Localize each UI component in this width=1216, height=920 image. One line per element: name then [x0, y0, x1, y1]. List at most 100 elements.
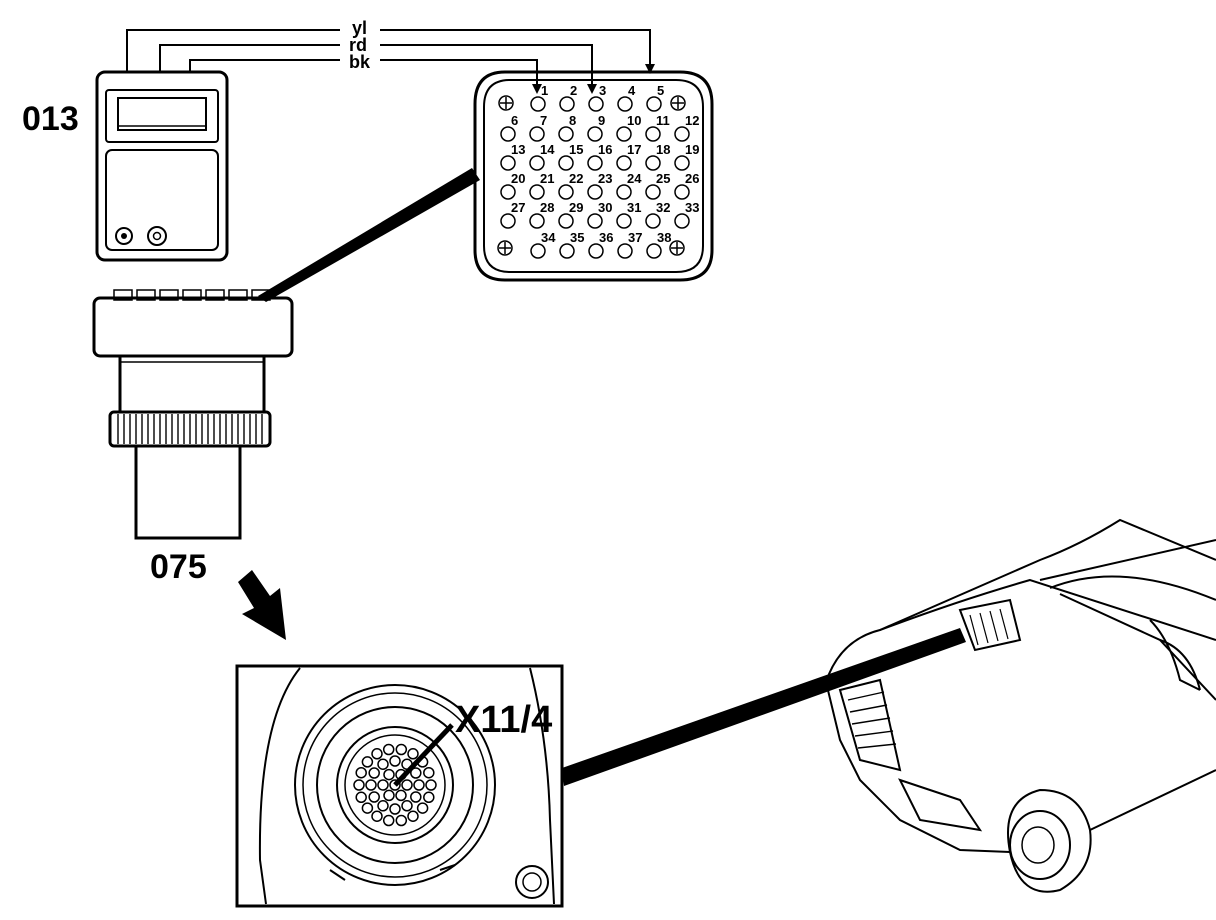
socket-pin	[646, 243, 662, 259]
wire-bk-arrow	[532, 84, 542, 94]
arrow-down-right-icon	[238, 570, 286, 640]
detail-pin	[382, 743, 395, 756]
detail-pin	[395, 743, 408, 756]
socket-pin	[646, 96, 662, 112]
socket-pin	[587, 213, 603, 229]
socket-pin	[529, 126, 545, 142]
socket-pin-number: 30	[598, 200, 612, 215]
socket-pin	[617, 96, 633, 112]
socket-pin-number: 10	[627, 113, 641, 128]
socket-pin-number: 7	[540, 113, 547, 128]
socket-pin	[558, 213, 574, 229]
socket-pin-number: 18	[656, 142, 670, 157]
detail-pin	[423, 791, 435, 804]
socket-pin	[674, 155, 690, 171]
label-075: 075	[150, 548, 207, 586]
socket-pin-number: 37	[628, 230, 642, 245]
socket-pin	[558, 184, 574, 200]
socket-pin	[588, 96, 604, 112]
socket-pin-number: 22	[569, 171, 583, 186]
socket-pin	[559, 243, 575, 259]
socket-pin	[674, 184, 690, 200]
socket-pin	[616, 184, 632, 200]
car	[825, 518, 1216, 893]
socket-pin-number: 32	[656, 200, 670, 215]
adapter-075	[92, 289, 294, 540]
detail-pin	[395, 814, 408, 827]
detail-pin	[401, 779, 413, 791]
label-x11-4: X11/4	[455, 699, 552, 741]
socket-screw-icon	[497, 95, 686, 256]
socket-pin-number: 23	[598, 171, 612, 186]
detail-pin	[368, 791, 380, 803]
detail-pin	[353, 779, 365, 791]
socket-detail-pins	[353, 743, 437, 827]
detail-pin	[407, 748, 419, 760]
leader-socket-to-car	[562, 628, 966, 786]
socket-pin-number: 35	[570, 230, 584, 245]
socket-pin	[500, 155, 516, 171]
socket-pin-number: 15	[569, 142, 583, 157]
socket-pin-number: 26	[685, 171, 699, 186]
wire-label-bk: bk	[349, 52, 371, 72]
socket-pin	[500, 126, 516, 142]
socket-pin	[674, 213, 690, 229]
detail-pin	[389, 779, 401, 791]
socket-pin	[587, 155, 603, 171]
socket-pin-number: 12	[685, 113, 699, 128]
socket-pin	[674, 126, 690, 142]
detail-pin	[383, 789, 395, 802]
socket-pin-number: 34	[541, 230, 556, 245]
detail-pin	[407, 810, 419, 822]
socket-pin-number: 24	[627, 171, 642, 186]
socket-pin-number: 1	[541, 83, 548, 98]
socket-pin	[616, 155, 632, 171]
detail-pin	[413, 779, 425, 791]
socket-pin	[558, 126, 574, 142]
detail-pin	[365, 779, 377, 791]
tester-jack-1	[115, 227, 133, 245]
detail-pin	[355, 766, 367, 779]
socket-pin-number: 20	[511, 171, 525, 186]
detail-pin	[377, 800, 389, 812]
socket-pin-number: 14	[540, 142, 555, 157]
socket-pin-number: 9	[598, 113, 605, 128]
socket-pin-number: 25	[656, 171, 670, 186]
detail-pin	[361, 756, 374, 768]
tester-013	[95, 70, 229, 262]
detail-pin	[416, 802, 429, 814]
socket-pin-number: 6	[511, 113, 518, 128]
socket-pin-number: 36	[599, 230, 613, 245]
socket-pin-number: 8	[569, 113, 576, 128]
socket-pin	[645, 155, 661, 171]
socket-pin	[529, 213, 545, 229]
socket-pin-number: 33	[685, 200, 699, 215]
socket-pin	[500, 213, 516, 229]
detail-pin	[361, 802, 374, 814]
socket-pin-number: 28	[540, 200, 554, 215]
socket-pin	[558, 155, 574, 171]
socket-pin-number: 4	[628, 83, 636, 98]
socket-pin	[530, 243, 546, 259]
detail-pin	[423, 766, 435, 779]
detail-pin	[377, 779, 389, 791]
detail-pin	[368, 767, 380, 779]
detail-pin	[377, 758, 389, 770]
socket-pin-number: 2	[570, 83, 577, 98]
detail-pin	[410, 791, 422, 803]
socket-pin	[500, 184, 516, 200]
detail-pin	[382, 814, 395, 827]
socket-pin-number: 5	[657, 83, 664, 98]
leader-adapter-to-socket	[258, 168, 480, 302]
socket-pin-number: 27	[511, 200, 525, 215]
socket-pin-number: 11	[656, 113, 670, 128]
detail-pin	[401, 800, 413, 812]
socket-pin-number: 29	[569, 200, 583, 215]
socket-pin	[645, 213, 661, 229]
socket-pin-number: 13	[511, 142, 525, 157]
socket-pin	[529, 184, 545, 200]
socket-pin-number: 31	[627, 200, 641, 215]
